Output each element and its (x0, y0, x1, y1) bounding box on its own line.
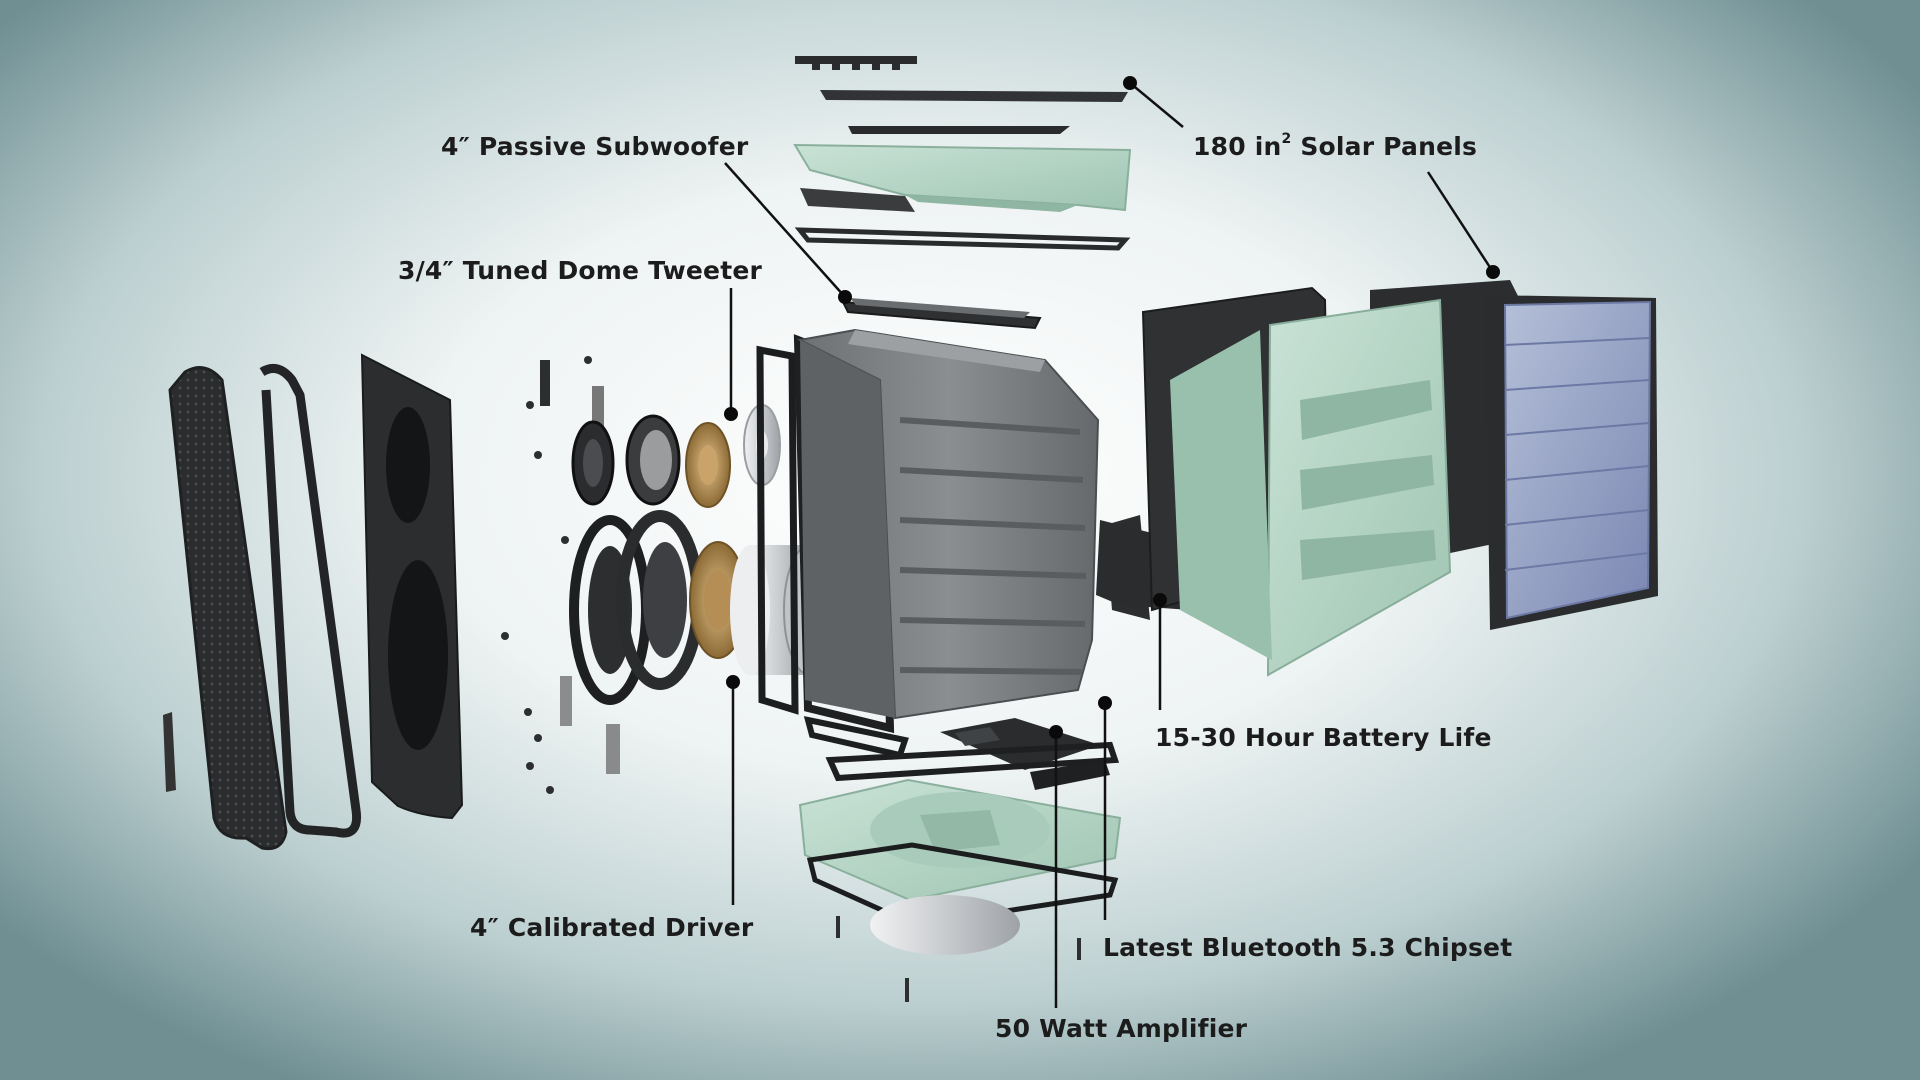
solar-panels-superscript: 2 (1281, 131, 1292, 147)
rear-solar-panel (1485, 295, 1658, 630)
top-button-strip (795, 56, 917, 70)
front-grille (168, 366, 288, 851)
label-solar-panels: 180 in2 Solar Panels (1193, 131, 1478, 161)
bluetooth-pcb (940, 718, 1110, 790)
callout-dots (724, 76, 1500, 739)
top-mint-tray (793, 143, 1132, 212)
top-seal-ring (794, 227, 1131, 251)
solar-panels-suffix: Solar Panels (1291, 132, 1478, 161)
dot-battery (1153, 593, 1167, 607)
screws-left (501, 356, 620, 794)
right-mint-shell (1170, 298, 1452, 677)
top-ribbon-cable (848, 126, 1070, 134)
baffle-clip (163, 712, 176, 792)
label-passive-subwoofer: 4″ Passive Subwoofer (441, 132, 749, 161)
leader-solar-panels-side (1426, 171, 1495, 273)
dot-amplifier (1049, 725, 1063, 739)
dot-solar-top (1123, 76, 1137, 90)
dot-calibrated-driver (726, 675, 740, 689)
dot-bluetooth (1098, 696, 1112, 710)
dot-dome-tweeter (724, 407, 738, 421)
leader-passive-subwoofer (724, 162, 846, 298)
solar-panels-prefix: 180 in (1193, 132, 1282, 161)
tweeter-assembly (571, 404, 781, 508)
grille-gasket (259, 363, 362, 838)
label-bluetooth-chipset: Latest Bluetooth 5.3 Chipset (1103, 933, 1513, 962)
baffle-woofer-hole (388, 560, 448, 750)
dot-solar-side (1486, 265, 1500, 279)
label-dome-tweeter: 3/4″ Tuned Dome Tweeter (398, 256, 763, 285)
label-calibrated-driver: 4″ Calibrated Driver (470, 913, 754, 942)
label-battery-life: 15-30 Hour Battery Life (1155, 723, 1492, 752)
label-amplifier: 50 Watt Amplifier (995, 1014, 1248, 1043)
dot-passive-subwoofer (838, 290, 852, 304)
passive-subwoofer-plate (841, 298, 1042, 330)
bottom-mint-base (798, 778, 1122, 902)
cabinet-housing (796, 328, 1100, 720)
top-pcb-plate (800, 188, 915, 212)
leader-lines (724, 82, 1495, 1008)
top-solar-cover (820, 90, 1128, 102)
bottom-base-plate (806, 842, 1119, 955)
amplifier-board-plate (825, 741, 1120, 782)
rear-gasket-frame (756, 345, 799, 715)
leader-solar-panels-top (1129, 82, 1184, 128)
baffle-tweeter-hole (386, 407, 430, 523)
